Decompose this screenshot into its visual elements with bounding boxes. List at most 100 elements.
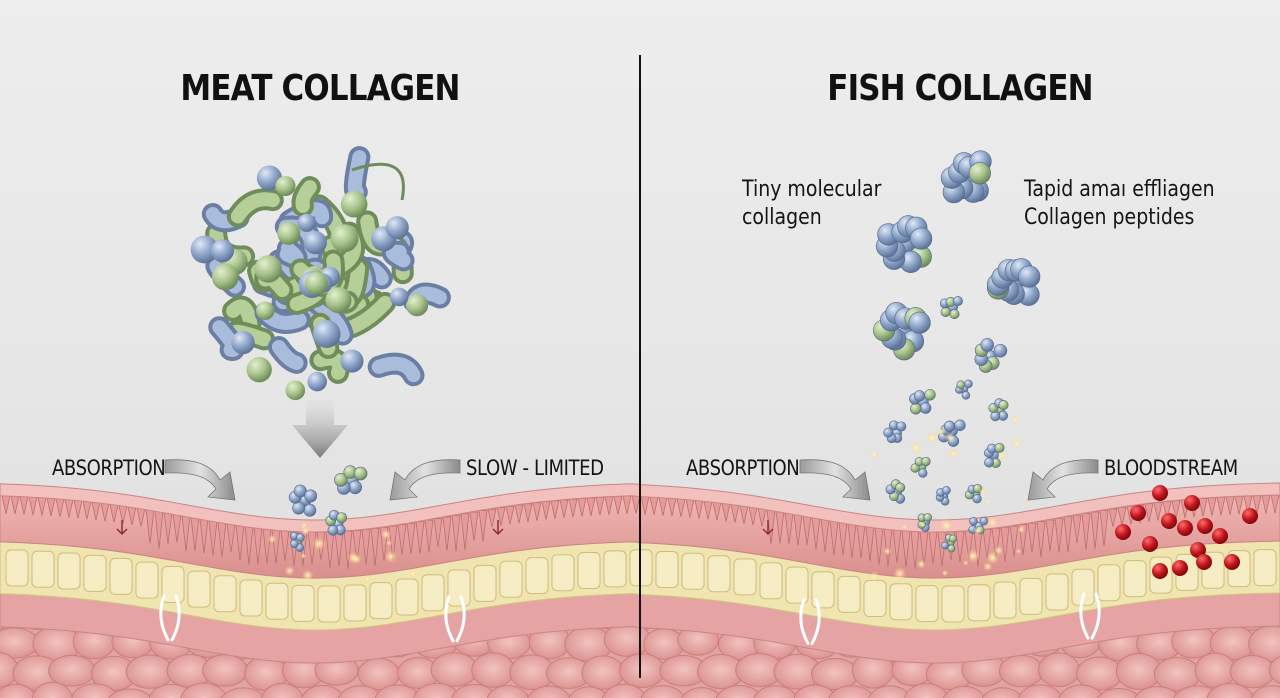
collagen-bead [340, 349, 364, 373]
tissue-cell [981, 687, 1023, 698]
peptide-bead [984, 457, 995, 468]
fat-cell [473, 564, 497, 602]
collagen-bead [297, 213, 316, 232]
collagen-bead [285, 380, 306, 401]
peptide-bead [336, 512, 347, 524]
fat-cell [83, 554, 107, 592]
peptide-bead [293, 484, 307, 498]
fat-cell [447, 569, 471, 607]
annotation-line: Tapid amaı effliagen [1024, 177, 1215, 202]
collagen-bead [277, 221, 301, 245]
collagen-bead [210, 239, 234, 263]
tissue-cell [125, 654, 174, 689]
tissue-cell [568, 686, 609, 698]
tissue-cell [1058, 684, 1105, 698]
fat-cell [317, 585, 341, 623]
peptide-bead [334, 473, 348, 487]
absorption-label-left: ABSORPTION [52, 456, 166, 480]
small-down-marker [762, 520, 774, 536]
villus [496, 507, 506, 526]
fat-cell [915, 585, 939, 623]
tissue-cell [202, 654, 248, 687]
connective-fiber [799, 597, 821, 645]
sparkle [870, 449, 879, 459]
peptide-bead [994, 442, 1005, 453]
villus [514, 504, 524, 524]
peptide-bead [943, 420, 956, 433]
villus [460, 513, 470, 551]
peptide-cluster [940, 150, 992, 204]
peptide-bead [353, 466, 368, 481]
peptide-cluster [290, 531, 305, 552]
collagen-strand-highlight [371, 356, 421, 383]
red-blood-cell [1242, 508, 1258, 524]
peptide-bead [980, 338, 995, 352]
tissue-cell [527, 685, 571, 698]
collagen-strand-highlight [279, 241, 304, 266]
sparkle [1011, 438, 1022, 449]
sparkle [983, 498, 991, 506]
slow-limited-arrow [389, 459, 461, 501]
sparkle [944, 432, 955, 443]
sparkle [983, 562, 993, 572]
fat-cell [837, 575, 861, 613]
sparkle [986, 516, 999, 529]
peptide-bead [292, 501, 306, 515]
peptide-cluster [885, 479, 906, 504]
tissue-cell [1096, 687, 1141, 698]
slow-limited-label: SLOW - LIMITED [466, 456, 604, 480]
peptide-cluster [984, 442, 1005, 469]
tissue-cell [619, 653, 666, 689]
red-blood-cell [1172, 560, 1188, 576]
peptide-bead [919, 402, 932, 414]
peptide-cluster [988, 398, 1009, 422]
tissue-cell [1134, 685, 1181, 698]
peptide-bead [940, 307, 951, 317]
absorption-label-right: ABSORPTION [686, 456, 800, 480]
tissue-cell [430, 652, 479, 687]
villus [991, 527, 1001, 559]
blood-cells [1115, 485, 1258, 579]
peptide-bead [910, 403, 922, 415]
sparkle [920, 521, 926, 528]
sparkle [940, 519, 953, 532]
sparkle [941, 569, 949, 577]
red-blood-cell [1196, 554, 1212, 570]
villus [433, 518, 443, 548]
peptide-bead [947, 544, 956, 553]
villus [1054, 517, 1064, 553]
fat-cell [1019, 577, 1043, 615]
villus [505, 505, 515, 525]
fat-cell [889, 583, 913, 621]
peptide-bead [296, 533, 305, 542]
fat-cell [135, 561, 159, 599]
sparkle [363, 574, 372, 583]
villus [1000, 526, 1010, 562]
fat-cell [1253, 549, 1277, 587]
sparkle [916, 559, 927, 569]
sparkle [267, 534, 277, 544]
collagen-bead [312, 320, 341, 348]
fat-cell [603, 550, 627, 588]
connective-fiber [159, 594, 181, 642]
peptide-cluster [968, 516, 989, 535]
collagen-strand-highlight [226, 299, 258, 332]
villus [469, 511, 479, 542]
collagen-bead [246, 357, 272, 383]
peptide-cluster [939, 296, 963, 320]
peptide-bead [949, 534, 958, 543]
fat-cell [1045, 573, 1069, 611]
small-down-marker [116, 520, 128, 536]
fat-cell [187, 570, 211, 608]
sparkle [935, 426, 946, 437]
red-blood-cell [1197, 518, 1213, 534]
tissue-cell [640, 685, 685, 698]
tissue-cell [31, 681, 73, 698]
peptide-bead [924, 389, 936, 401]
tissue-cell [715, 685, 763, 698]
collagen-bead [254, 255, 282, 283]
peptide-bead [990, 411, 1001, 422]
absorption-sparkles [267, 415, 1030, 583]
sparkle [1015, 435, 1020, 440]
peptide-bead [921, 456, 931, 467]
